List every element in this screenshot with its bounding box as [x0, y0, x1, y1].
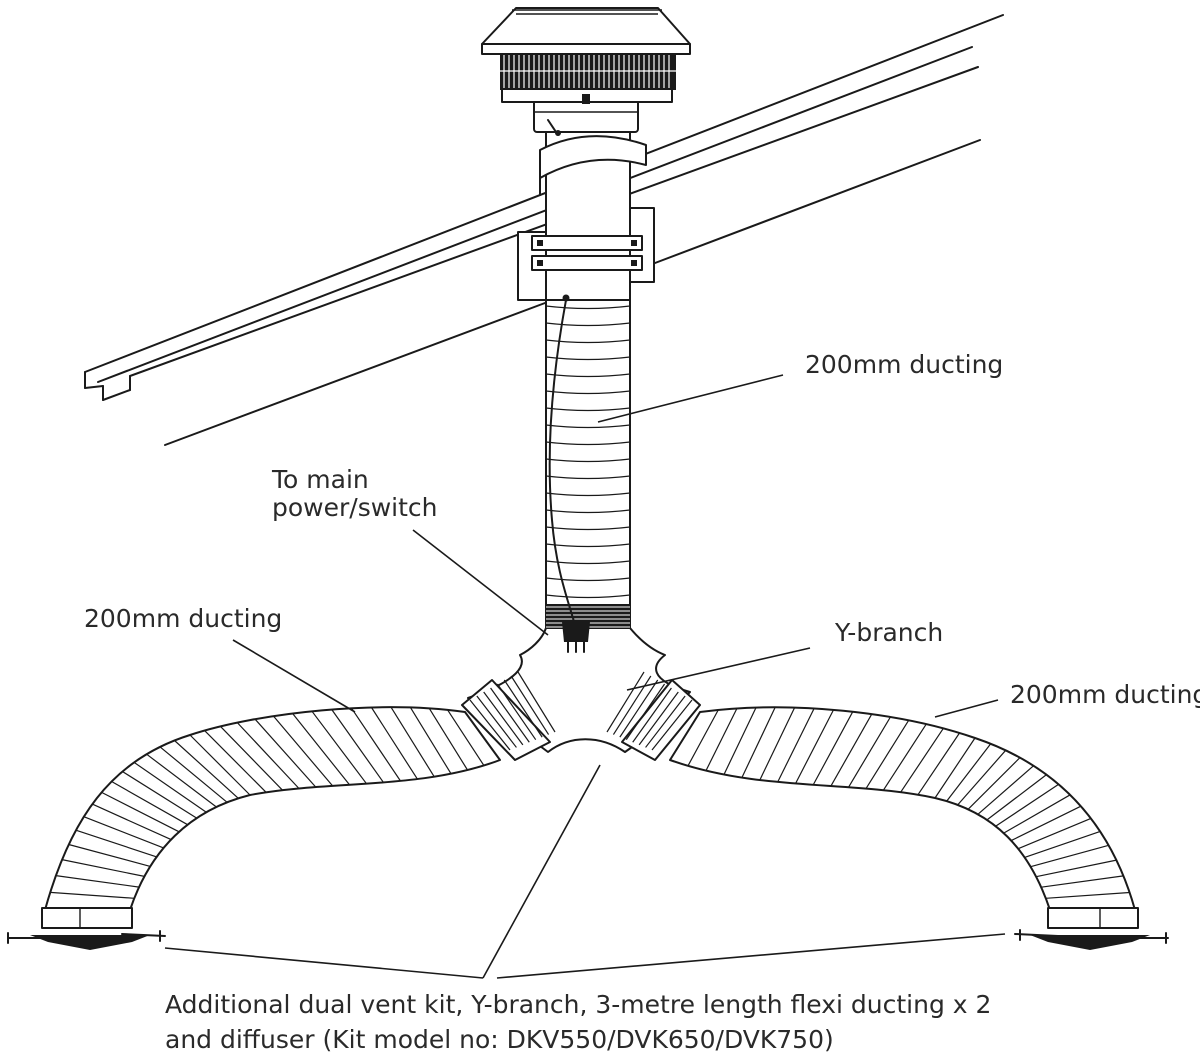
label-ybranch: Y-branch [834, 618, 943, 647]
label-ducting-right: 200mm ducting [1010, 680, 1200, 709]
roof [84, 14, 1004, 446]
left-ceiling-diffuser-icon [7, 907, 166, 950]
label-ducting-left: 200mm ducting [84, 604, 282, 633]
label-ducting-top: 200mm ducting [805, 350, 1003, 379]
left-flexi-duct [44, 706, 501, 911]
y-branch [461, 604, 701, 761]
caption-line1: Additional dual vent kit, Y-branch, 3-me… [165, 990, 991, 1019]
label-power-line1: To main [271, 465, 369, 494]
label-power-line2: power/switch [272, 493, 438, 522]
right-flexi-duct [669, 706, 1136, 911]
right-ceiling-diffuser-icon [1014, 907, 1169, 950]
caption-line2: and diffuser (Kit model no: DKV550/DVK65… [165, 1025, 834, 1054]
duct-bracket [517, 207, 655, 301]
leader-lines [164, 374, 1006, 979]
power-plug-icon [548, 294, 590, 653]
